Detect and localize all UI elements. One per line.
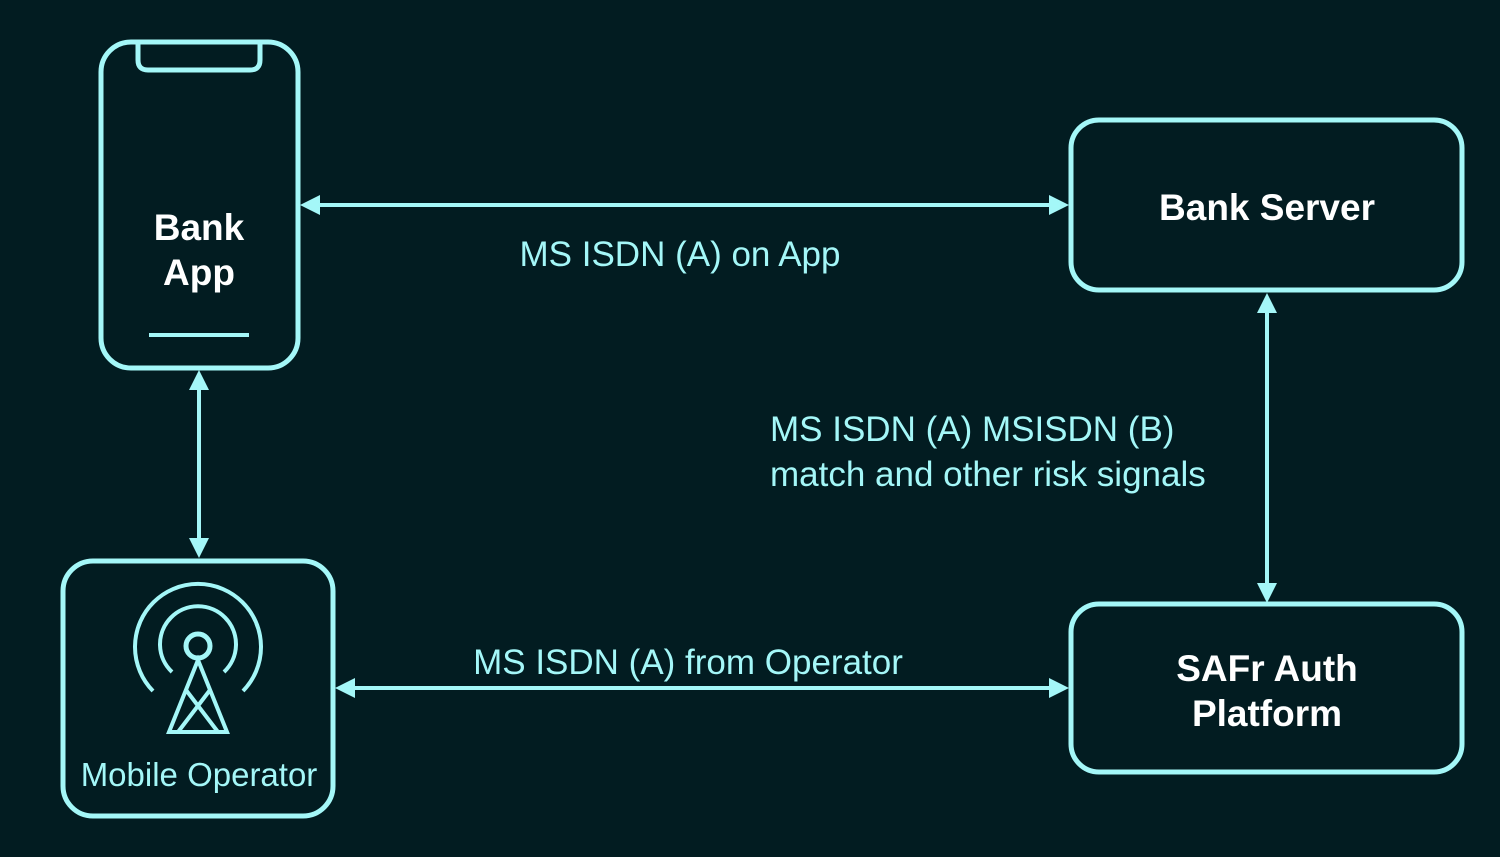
edge-server-safr-label-line2: match and other risk signals xyxy=(770,455,1206,494)
cell-tower-icon xyxy=(133,581,263,734)
edge-server-safr: MS ISDN (A) MSISDN (B) match and other r… xyxy=(770,293,1277,603)
edge-app-server: MS ISDN (A) on App xyxy=(300,195,1069,274)
arrow-left-icon xyxy=(300,195,320,215)
safr-auth-node: SAFr Auth Platform xyxy=(1068,601,1465,775)
arrow-up-icon xyxy=(1257,293,1277,313)
edge-operator-safr: MS ISDN (A) from Operator xyxy=(335,643,1069,698)
mobile-operator-box xyxy=(60,558,336,819)
edge-app-operator xyxy=(189,370,209,558)
bank-app-label-line1: Bank xyxy=(154,207,245,248)
edge-operator-safr-label: MS ISDN (A) from Operator xyxy=(473,643,903,682)
edge-app-server-label: MS ISDN (A) on App xyxy=(520,235,841,274)
bank-app-label-line2: App xyxy=(163,252,235,293)
bank-server-node: Bank Server xyxy=(1068,117,1465,293)
bank-server-box xyxy=(1068,117,1465,293)
arrow-down-icon xyxy=(1257,583,1277,603)
edge-server-safr-label-line1: MS ISDN (A) MSISDN (B) xyxy=(770,410,1174,449)
safr-auth-label-line1: SAFr Auth xyxy=(1176,648,1358,689)
safr-auth-box xyxy=(1068,601,1465,775)
smartphone-notch-icon xyxy=(135,44,263,73)
mobile-operator-label: Mobile Operator xyxy=(81,756,318,793)
safr-auth-label-line2: Platform xyxy=(1192,693,1342,734)
arrow-down-icon xyxy=(189,538,209,558)
mobile-operator-node: Mobile Operator xyxy=(60,558,336,819)
arrow-right-icon xyxy=(1049,678,1069,698)
bank-app-node: Bank App xyxy=(98,39,301,371)
arrow-up-icon xyxy=(189,370,209,390)
arrow-left-icon xyxy=(335,678,355,698)
arrow-right-icon xyxy=(1049,195,1069,215)
bank-server-label: Bank Server xyxy=(1159,187,1375,228)
smartphone-body xyxy=(98,39,301,371)
